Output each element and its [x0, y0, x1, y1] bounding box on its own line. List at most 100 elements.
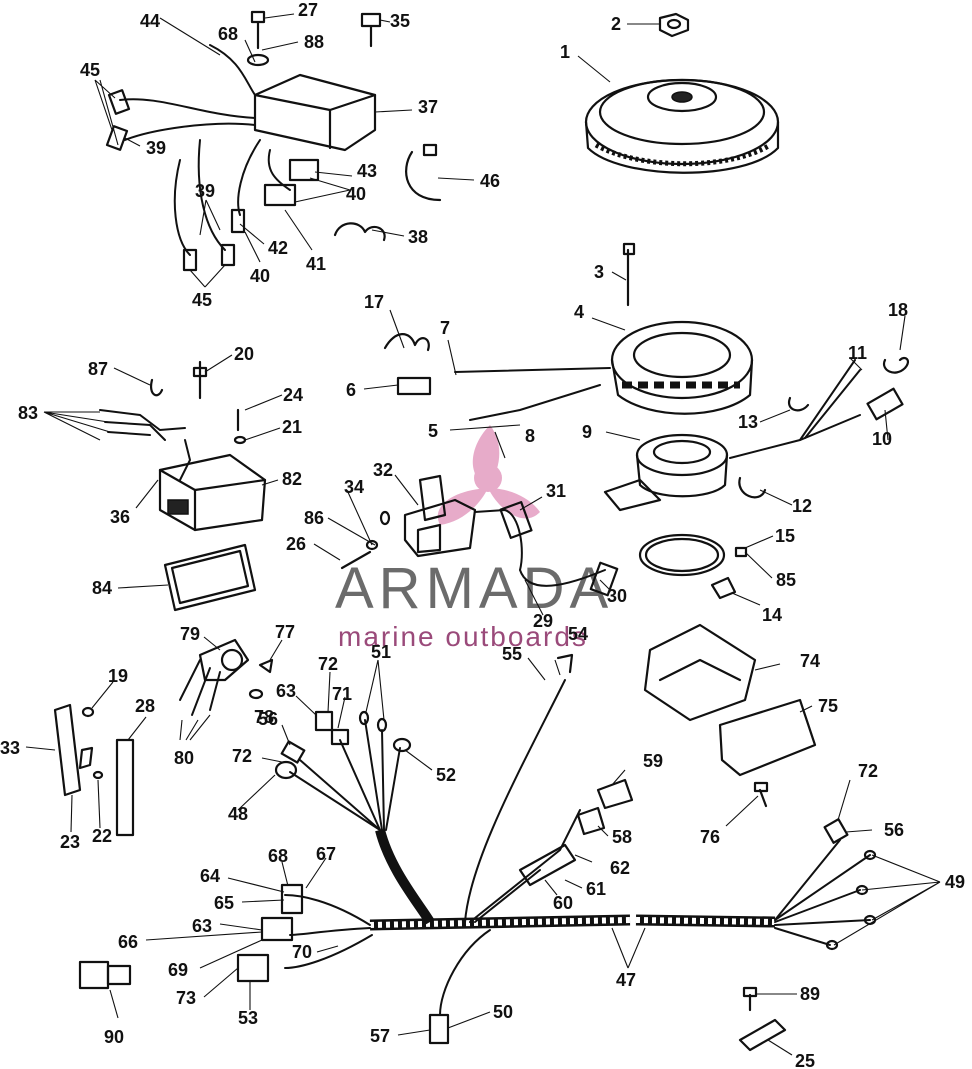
callout-62: 62 [610, 858, 630, 878]
power-pack-gasket [163, 543, 257, 612]
callout-36: 36 [110, 507, 130, 527]
power-pack [99, 360, 267, 532]
bracket-and-tube [53, 703, 135, 837]
callout-71: 71 [332, 684, 352, 704]
callout-76: 76 [700, 827, 720, 847]
retaining-ring [638, 533, 748, 600]
callout-34: 34 [344, 477, 364, 497]
callout-12: 12 [792, 496, 812, 516]
callout-2: 2 [611, 14, 621, 34]
callout-8: 8 [525, 426, 535, 446]
spark-plug-leads [105, 44, 320, 272]
callout-43: 43 [357, 161, 377, 181]
callout-78: 78 [254, 707, 274, 727]
callout-49: 49 [945, 872, 965, 892]
callout-33: 33 [0, 738, 20, 758]
callout-72-c: 72 [858, 761, 878, 781]
callout-40-b: 40 [250, 266, 270, 286]
callout-85: 85 [776, 570, 796, 590]
callout-6: 6 [346, 380, 356, 400]
callout-53: 53 [238, 1008, 258, 1028]
temperature-switch [78, 960, 132, 990]
callout-3: 3 [594, 262, 604, 282]
callout-19: 19 [108, 666, 128, 686]
callout-66: 66 [118, 932, 138, 952]
terminal-block [179, 638, 274, 716]
callout-63: 63 [276, 681, 296, 701]
callout-45-b: 45 [192, 290, 212, 310]
callout-83: 83 [18, 403, 38, 423]
callout-18: 18 [888, 300, 908, 320]
watermark-title: ARMADA [335, 556, 613, 621]
callout-52: 52 [436, 765, 456, 785]
screws-top [246, 10, 442, 242]
callout-59: 59 [643, 751, 663, 771]
callout-67: 67 [316, 844, 336, 864]
callout-35: 35 [390, 11, 410, 31]
flywheel-nut [658, 12, 690, 38]
callout-29: 29 [533, 611, 553, 631]
leader-lines [25, 13, 941, 1056]
callout-72-b: 72 [232, 746, 252, 766]
callout-72: 72 [318, 654, 338, 674]
callout-5: 5 [428, 421, 438, 441]
wiring-harness [236, 653, 877, 1045]
callout-46: 46 [480, 171, 500, 191]
callout-65: 65 [214, 893, 234, 913]
callout-86: 86 [304, 508, 324, 528]
callout-84: 84 [92, 578, 112, 598]
callout-47: 47 [616, 970, 636, 990]
callout-58: 58 [612, 827, 632, 847]
callout-68-b: 68 [268, 846, 288, 866]
callout-55: 55 [502, 644, 522, 664]
callout-54: 54 [568, 624, 588, 644]
switch-box [253, 73, 377, 152]
callout-74: 74 [800, 651, 820, 671]
callout-82: 82 [282, 469, 302, 489]
callout-27: 27 [298, 0, 318, 20]
callout-56-b: 56 [884, 820, 904, 840]
callout-64: 64 [200, 866, 220, 886]
armada-logo-mark [437, 425, 540, 525]
callout-90: 90 [104, 1027, 124, 1047]
timer-base [603, 356, 909, 512]
callout-50: 50 [493, 1002, 513, 1022]
callout-15: 15 [775, 526, 795, 546]
callout-73: 73 [176, 988, 196, 1008]
rectifier-assembly [643, 623, 817, 808]
callout-63-b: 63 [192, 916, 212, 936]
callout-7: 7 [440, 318, 450, 338]
watermark-subtitle: marine outboards [338, 621, 588, 652]
callout-39: 39 [146, 138, 166, 158]
callout-87: 87 [88, 359, 108, 379]
callout-22: 22 [92, 826, 112, 846]
callout-75: 75 [818, 696, 838, 716]
callout-60: 60 [553, 893, 573, 913]
callout-56: 56 [258, 709, 278, 729]
callout-25: 25 [795, 1051, 815, 1069]
callout-45: 45 [80, 60, 100, 80]
ignition-coil [340, 474, 619, 597]
callout-77: 77 [275, 622, 295, 642]
callout-21: 21 [282, 417, 302, 437]
callout-1: 1 [560, 42, 570, 62]
callout-10: 10 [872, 429, 892, 449]
callout-31: 31 [546, 481, 566, 501]
callout-17: 17 [364, 292, 384, 312]
callout-14: 14 [762, 605, 782, 625]
stator [383, 242, 754, 421]
callout-57: 57 [370, 1026, 390, 1046]
clamp [738, 986, 787, 1052]
callout-88: 88 [304, 32, 324, 52]
callout-40: 40 [346, 184, 366, 204]
callout-37: 37 [418, 97, 438, 117]
callout-61: 61 [586, 879, 606, 899]
callout-79: 79 [180, 624, 200, 644]
callout-30: 30 [607, 586, 627, 606]
callout-9: 9 [582, 422, 592, 442]
callout-44: 44 [140, 11, 160, 31]
callout-68: 68 [218, 24, 238, 44]
callout-26: 26 [286, 534, 306, 554]
callout-70: 70 [292, 942, 312, 962]
